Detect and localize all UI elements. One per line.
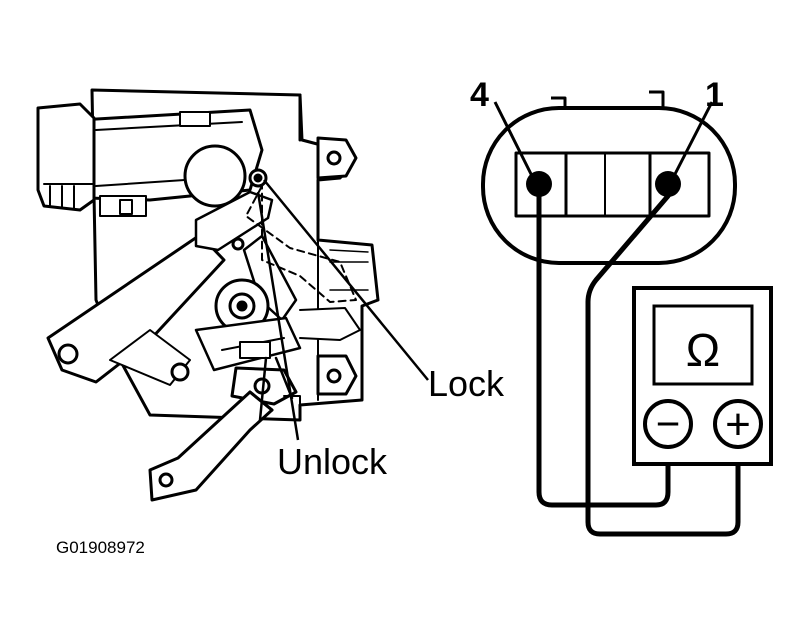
pin-4-label: 4: [470, 76, 489, 114]
negative-lead: [536, 193, 671, 508]
ohm-symbol: Ω: [686, 324, 720, 376]
terminal-1: [655, 171, 681, 197]
unlock-label: Unlock: [277, 441, 388, 482]
terminal-4: [526, 171, 552, 197]
meter-minus-sign: −: [656, 400, 681, 447]
test-leads: [536, 193, 741, 537]
door-lock-actuator-icon: [36, 88, 380, 502]
connector-icon: [481, 90, 737, 265]
unlock-leader-line: [256, 191, 300, 441]
figure-code: G01908972: [56, 538, 145, 557]
meter-plus-sign: +: [725, 400, 751, 449]
positive-lead: [585, 193, 741, 537]
lock-leader-line: [263, 179, 429, 381]
ohmmeter-icon: [632, 286, 773, 466]
pin-pointers: [493, 101, 714, 177]
lock-label: Lock: [428, 363, 505, 404]
leader-lines: [256, 179, 429, 441]
